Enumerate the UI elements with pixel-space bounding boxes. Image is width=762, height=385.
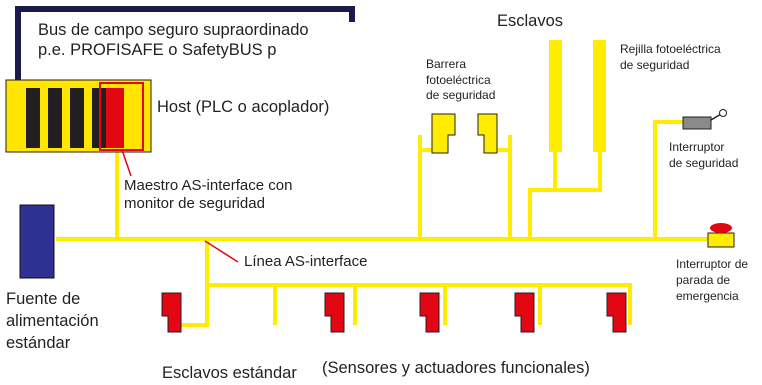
host-stripe xyxy=(70,88,84,148)
fieldbus-label-line: Bus de campo seguro supraordinado xyxy=(38,21,309,39)
master-leader-line xyxy=(121,149,132,177)
estop-button xyxy=(710,223,732,233)
barrier-label-line: Barrera xyxy=(426,57,467,71)
standard-slave xyxy=(324,292,345,333)
power-label-line: Fuente de xyxy=(6,290,81,308)
as-line-label: Línea AS-interface xyxy=(244,253,368,270)
light-grid-label: Rejilla fotoeléctrica de seguridad xyxy=(620,41,721,73)
light-grid-emitter xyxy=(549,40,562,152)
standard-slave xyxy=(606,292,627,333)
power-supply xyxy=(19,204,55,279)
estop-base xyxy=(707,232,735,248)
barrier-label-line: fotoeléctrica xyxy=(426,72,491,87)
safety-light-grid xyxy=(549,40,606,152)
as-interface-cabling xyxy=(56,95,720,327)
as-line-leader xyxy=(204,240,239,263)
grid-label-line: Rejilla fotoeléctrica xyxy=(620,42,721,56)
barrier-label-line: de seguridad xyxy=(426,88,496,103)
safety-monitor-highlight xyxy=(99,82,144,151)
host-stripe xyxy=(48,88,62,148)
host-stripe xyxy=(26,88,40,148)
standard-slaves-branch xyxy=(180,239,632,327)
barrier-receiver xyxy=(477,113,498,154)
estop-label: Interruptor de parada de emergencia xyxy=(676,256,748,305)
switch-label-line: de seguridad xyxy=(669,155,739,170)
emergency-stop xyxy=(707,223,735,248)
master-label-line: monitor de seguridad xyxy=(124,195,265,213)
barrier-emitter xyxy=(431,113,456,154)
safety-switch-roller xyxy=(719,109,727,117)
standard-slave xyxy=(514,292,535,333)
slaves-title: Esclavos xyxy=(497,12,564,30)
power-label-line: estándar xyxy=(6,333,71,352)
estop-label-line: emergencia xyxy=(676,289,739,304)
host-label: Host (PLC o acoplador) xyxy=(157,98,330,116)
light-barrier-label: Barrera fotoeléctrica de seguridad xyxy=(426,57,495,104)
safety-switch-body xyxy=(682,116,712,130)
safety-monitor-module xyxy=(106,88,124,148)
light-grid-receiver xyxy=(593,40,606,152)
power-label-line: alimentación xyxy=(6,311,99,330)
estop-label-line: Interruptor de xyxy=(676,257,749,271)
safety-light-barrier xyxy=(431,113,498,154)
grid-label-line: de seguridad xyxy=(620,58,690,73)
host-plc xyxy=(5,79,152,177)
fieldbus-label: Bus de campo seguro supraordinado p.e. P… xyxy=(38,20,309,60)
switch-label-line: Interruptor xyxy=(669,140,725,154)
standard-slaves xyxy=(161,292,627,333)
power-supply-label: Fuente de alimentación estándar xyxy=(6,289,99,355)
safety-switch-label: Interruptor de seguridad xyxy=(669,140,738,171)
master-label-line: Maestro AS-interface con xyxy=(124,177,293,194)
master-label: Maestro AS-interface con monitor de segu… xyxy=(124,177,292,214)
fieldbus-label-line: p.e. PROFISAFE o SafetyBUS p xyxy=(38,41,277,60)
standard-slave xyxy=(419,292,440,333)
switch-branch xyxy=(653,120,683,239)
safety-fieldbus-line xyxy=(15,6,355,80)
functional-label: (Sensores y actuadores funcionales) xyxy=(322,359,590,377)
safety-switch-lever xyxy=(710,113,722,121)
barrier-branch xyxy=(418,135,512,239)
safety-switch xyxy=(682,109,727,130)
standard-slaves-label: Esclavos estándar xyxy=(162,364,297,382)
standard-slave xyxy=(161,292,182,333)
estop-label-line: parada de xyxy=(676,273,731,288)
grid-branch xyxy=(528,150,602,239)
